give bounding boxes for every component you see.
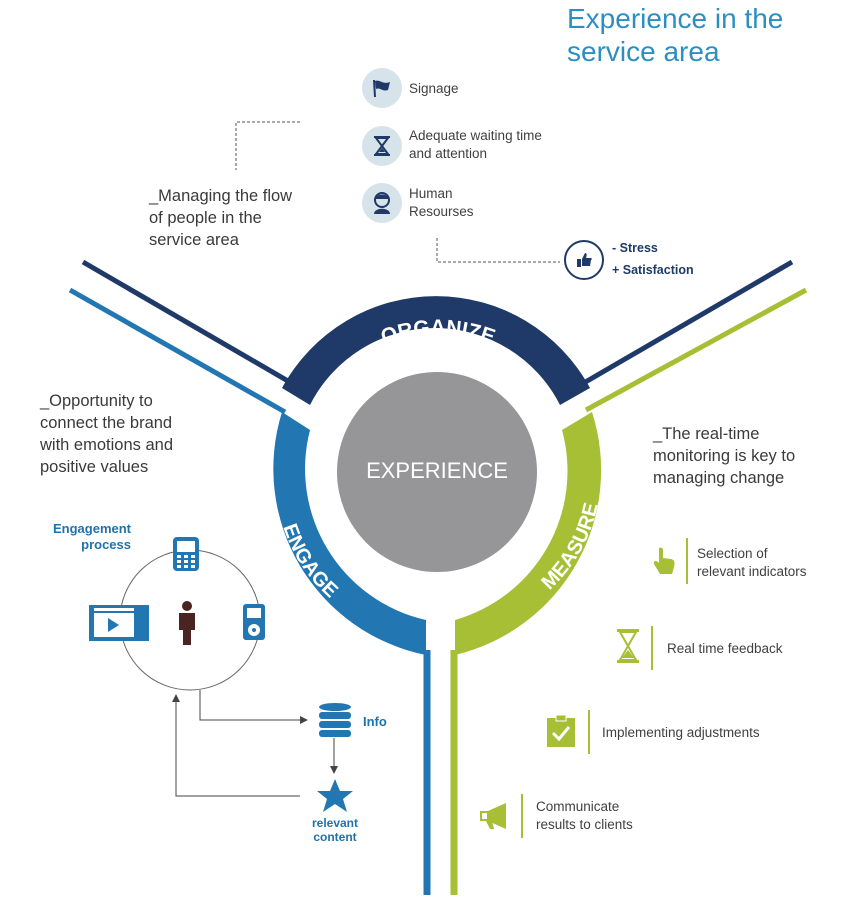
organize-description: _Managing the flow of people in the serv… — [149, 187, 293, 249]
video-player-icon — [88, 604, 150, 647]
experience-label: EXPERIENCE — [366, 458, 508, 483]
clipboard-check-icon — [546, 714, 576, 753]
dashed-connector-right — [436, 238, 560, 263]
phone-icon — [172, 536, 200, 577]
database-icon — [318, 702, 352, 743]
organize-right-line — [580, 259, 794, 387]
selection-indicators-label: Selection of relevant indicators — [697, 546, 807, 579]
organize-left-line — [81, 259, 302, 391]
dashed-connector-left — [235, 121, 300, 170]
communicate-results-label: Communicate results to clients — [536, 799, 633, 832]
engagement-process-title: Engagement process — [52, 521, 131, 552]
measure-divider-2 — [651, 626, 653, 670]
relevant-content-label: relevant content — [311, 816, 359, 844]
flow-arrow-info — [199, 690, 300, 721]
implementing-adjustments-label: Implementing adjustments — [602, 725, 760, 740]
waiting-time-label: Adequate waiting time and attention — [409, 128, 542, 161]
engage-description: _Opportunity to connect the brand with e… — [40, 392, 173, 476]
info-label: Info — [363, 714, 387, 729]
measure-line — [584, 287, 808, 413]
measure-description: _The real-time monitoring is key to mana… — [653, 425, 796, 487]
outcome-text: - Stress + Satisfaction — [612, 241, 694, 277]
hourglass-icon — [362, 126, 402, 166]
measure-divider-1 — [686, 538, 688, 584]
real-time-feedback-label: Real time feedback — [667, 641, 783, 656]
engage-ring — [273, 412, 426, 655]
flow-arrow-back — [175, 700, 300, 797]
person-figure-icon — [176, 600, 198, 651]
signage-label: Signage — [409, 81, 459, 96]
engage-line — [68, 287, 287, 415]
human-resources-label: Human Resourses — [409, 186, 474, 219]
megaphone-icon — [478, 802, 514, 835]
pointer-hand-icon — [651, 546, 677, 581]
star-icon — [316, 778, 354, 819]
hourglass-green-icon — [616, 628, 640, 669]
music-player-icon — [242, 603, 266, 646]
measure-ring — [455, 412, 602, 655]
measure-divider-3 — [588, 710, 590, 754]
experience-circle — [337, 372, 537, 572]
measure-divider-4 — [521, 794, 523, 838]
flag-icon — [362, 68, 402, 108]
organize-ring — [282, 296, 590, 405]
thumbs-up-icon — [564, 240, 604, 280]
person-icon — [362, 183, 402, 223]
